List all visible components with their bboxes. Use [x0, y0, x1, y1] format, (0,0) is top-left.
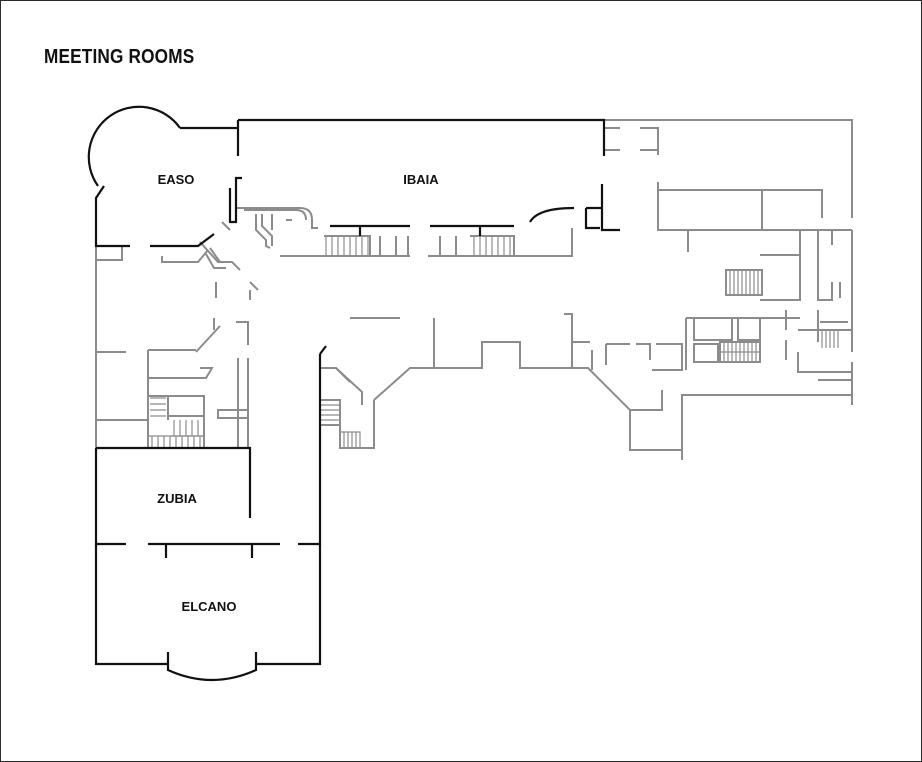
page-title: MEETING ROOMS: [44, 46, 195, 68]
room-label-ibaia: IBAIA: [403, 172, 439, 187]
meeting-room-walls: [87, 105, 620, 682]
room-label-elcano: ELCANO: [182, 599, 237, 614]
room-label-zubia: ZUBIA: [157, 491, 197, 506]
room-label-easo: EASO: [158, 172, 195, 187]
building-walls: [95, 119, 853, 460]
